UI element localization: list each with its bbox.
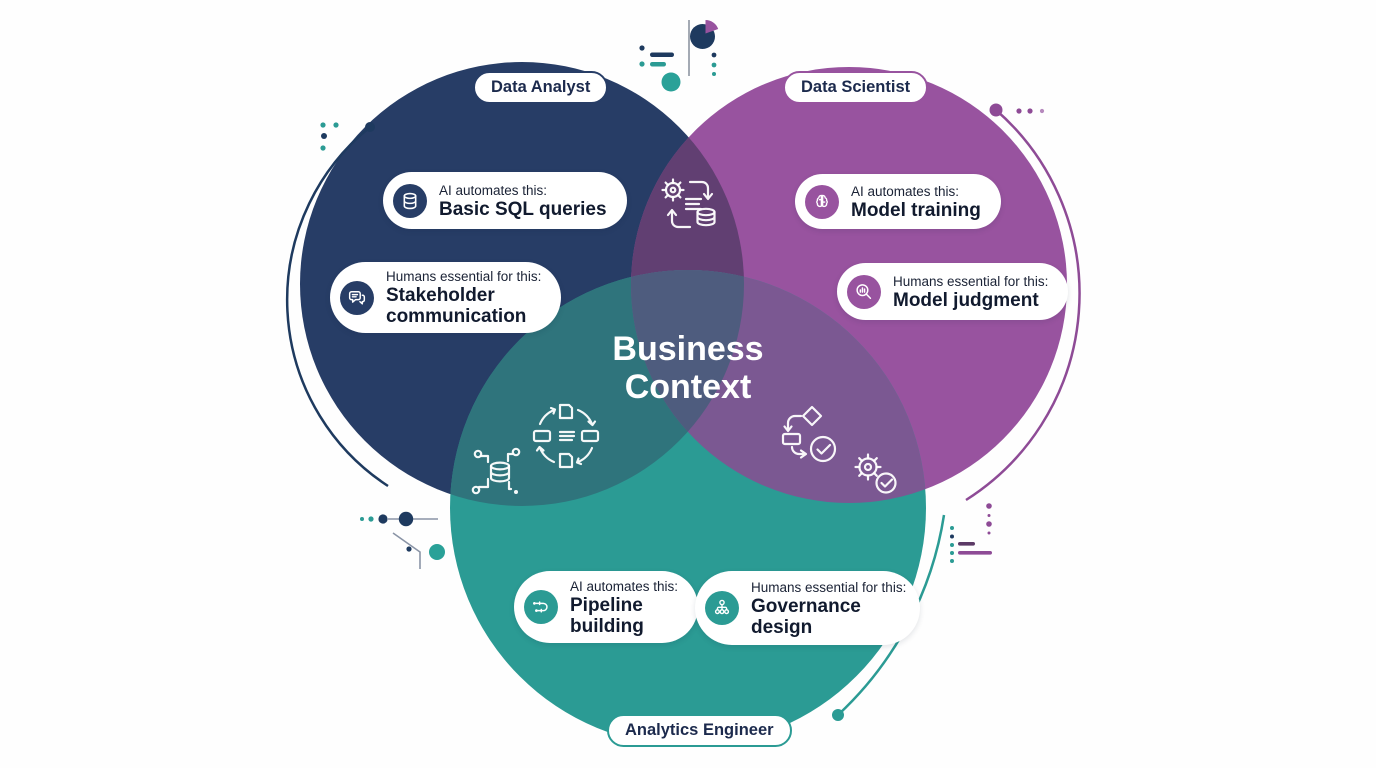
ai-label: Basic SQL queries (439, 198, 607, 220)
human-label: Governance design (751, 595, 861, 638)
ai-prefix: AI automates this: (851, 183, 960, 199)
analyst-arc (285, 122, 389, 488)
human-label: Stakeholder communication (386, 285, 527, 327)
database-network-icon (471, 447, 521, 495)
scientist-engineer-overlap (631, 270, 926, 503)
ai-label: Model training (851, 199, 981, 221)
human-pill-analyst: Humans essential for this: Stakeholder c… (330, 262, 562, 333)
flow-check-icon (781, 405, 837, 463)
document-cycle-icon (532, 403, 600, 469)
center-label-line1: Business (612, 330, 764, 368)
circle-label-text: Data Analyst (491, 78, 591, 96)
bottom-right-ornament (950, 503, 992, 563)
ai-pill-analyst: AI automates this: Basic SQL queries (383, 172, 627, 229)
gear-check-icon (854, 453, 897, 494)
teal-dot (661, 72, 681, 92)
human-prefix: Humans essential for this: (751, 579, 907, 595)
human-pill-engineer: Humans essential for this: Governance de… (695, 571, 921, 645)
hierarchy-icon (705, 591, 739, 625)
human-prefix: Humans essential for this: (893, 273, 1049, 289)
top-ornament (639, 20, 719, 92)
circle-label-text: Data Scientist (801, 78, 911, 96)
center-label-line2: Context (624, 368, 752, 406)
ai-label: Pipeline building (570, 594, 644, 637)
ai-prefix: AI automates this: (570, 578, 679, 594)
brain-icon (805, 184, 839, 219)
circle-label-text: Analytics Engineer (625, 721, 774, 739)
ai-pill-engineer: AI automates this: Pipeline building (514, 571, 699, 643)
pipeline-icon (524, 590, 558, 624)
chat-icon (340, 280, 374, 315)
pie-chart-icon (690, 20, 719, 49)
circle-label-data-scientist: Data Scientist (783, 71, 929, 104)
human-pill-scientist: Humans essential for this: Model judgmen… (837, 263, 1069, 320)
human-label: Model judgment (893, 289, 1039, 311)
ai-prefix: AI automates this: (439, 182, 548, 198)
analyst-engineer-overlap (450, 270, 744, 506)
gear-database-icon (661, 178, 716, 229)
magnifier-chart-icon (847, 274, 881, 309)
ai-pill-scientist: AI automates this: Model training (795, 174, 1001, 229)
left-dots (320, 122, 339, 151)
circle-label-data-analyst: Data Analyst (473, 71, 609, 104)
database-icon (393, 183, 427, 218)
human-prefix: Humans essential for this: (386, 269, 542, 284)
scientist-arc (965, 103, 1081, 502)
bottom-left-ornament (360, 511, 445, 569)
circle-label-analytics-engineer: Analytics Engineer (607, 714, 792, 747)
center-label: Business Context (558, 330, 818, 406)
